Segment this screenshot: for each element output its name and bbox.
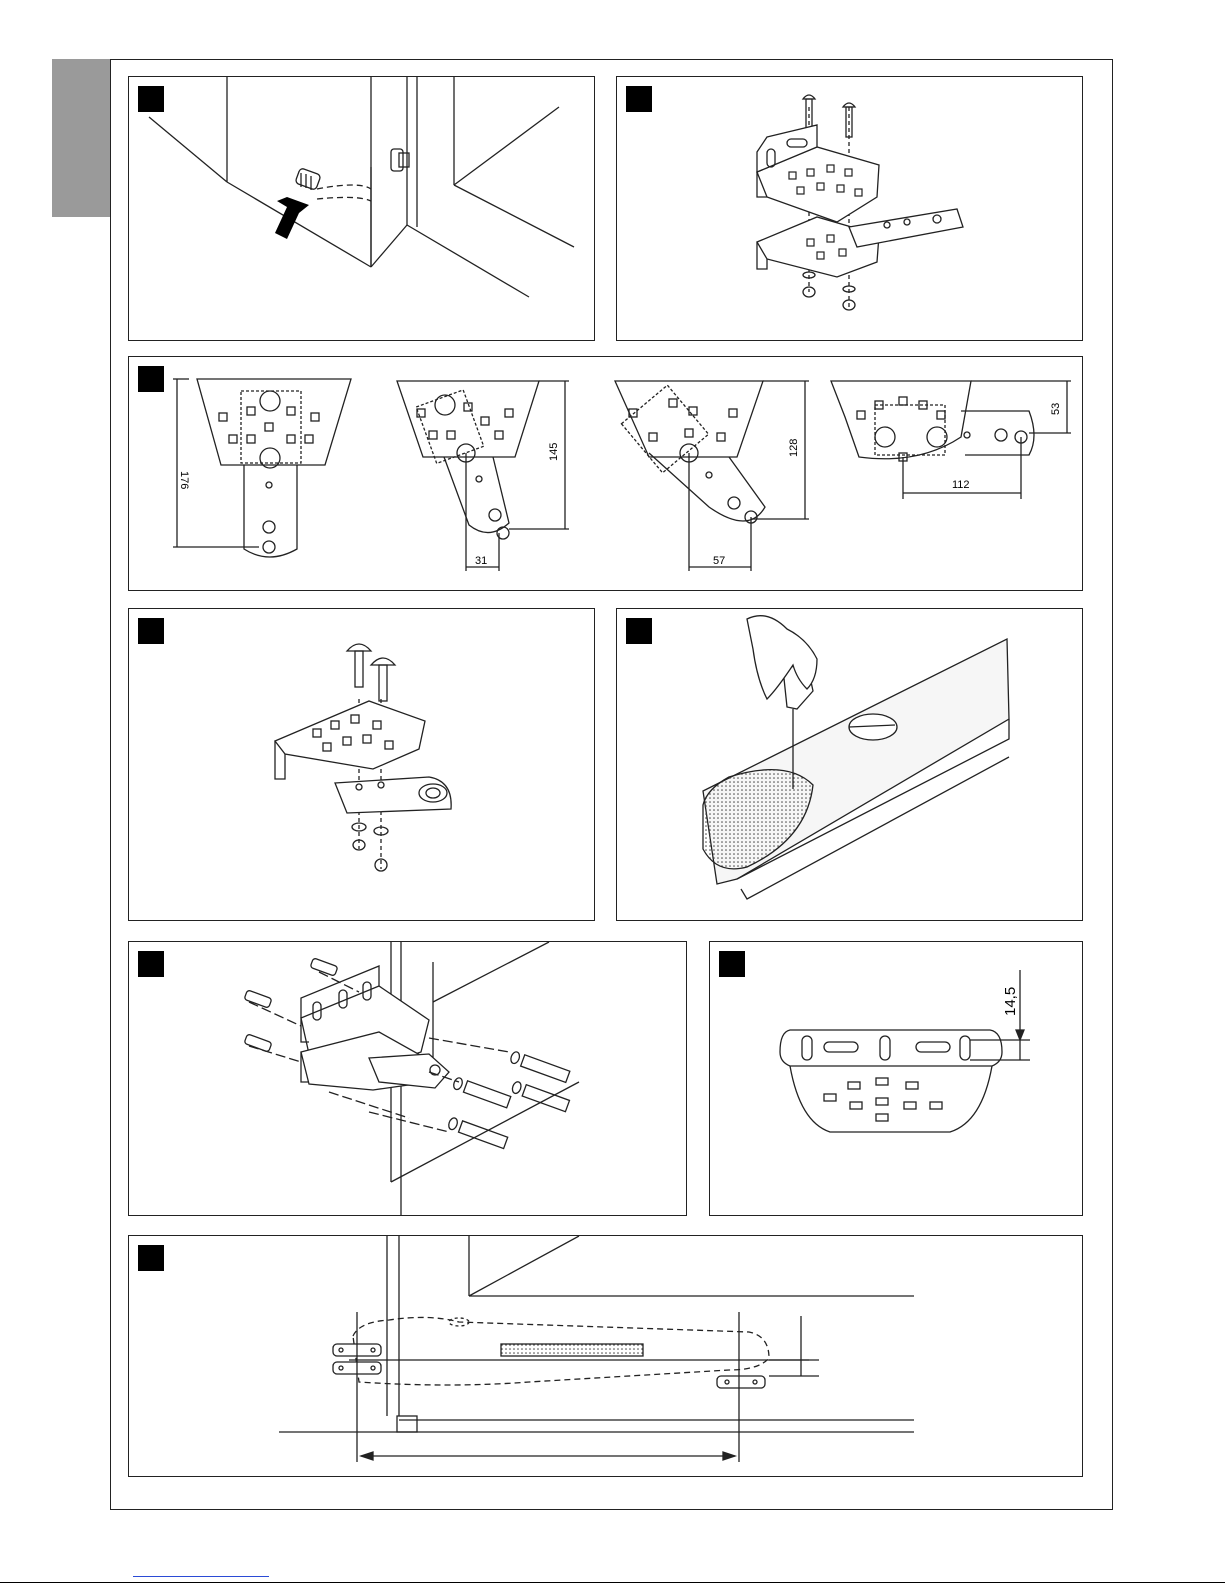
motor-outline-icon [129, 1236, 1083, 1477]
figure-panel-4 [128, 608, 595, 921]
figure-3-dimension-drawing: 176 145 31 128 57 53 112 [129, 357, 1083, 591]
bracket-assembly-icon [617, 77, 1083, 341]
dim-label-14-5: 14,5 [1002, 987, 1019, 1016]
dim-label-112: 112 [952, 479, 970, 491]
arrow-icon [275, 197, 309, 239]
figure-panel-5 [616, 608, 1083, 921]
page-bottom-rule [0, 1582, 1225, 1583]
section-tab [52, 59, 110, 217]
dim-label-53: 53 [1050, 403, 1062, 415]
dim-label-31: 31 [475, 555, 487, 567]
figure-panel-3: 176 145 31 128 57 53 112 [128, 356, 1083, 591]
wall-bracket-icon [129, 942, 687, 1216]
figure-panel-6 [128, 941, 687, 1216]
dim-label-145: 145 [548, 443, 560, 461]
figure-panel-7: 14,5 [709, 941, 1083, 1216]
figure-panel-8 [128, 1235, 1083, 1477]
figure-panel-1 [128, 76, 595, 341]
dim-label-57: 57 [713, 555, 725, 567]
dim-label-128: 128 [788, 439, 800, 457]
dim-label-176: 176 [178, 471, 190, 489]
figure-1-drawing [129, 77, 595, 341]
footer-link-underline [133, 1576, 269, 1577]
bracket-assembly-icon [129, 609, 595, 921]
figure-7-dimension-drawing: 14,5 [710, 942, 1083, 1216]
figure-panel-2 [616, 76, 1083, 341]
screwdriver-icon [617, 609, 1083, 921]
